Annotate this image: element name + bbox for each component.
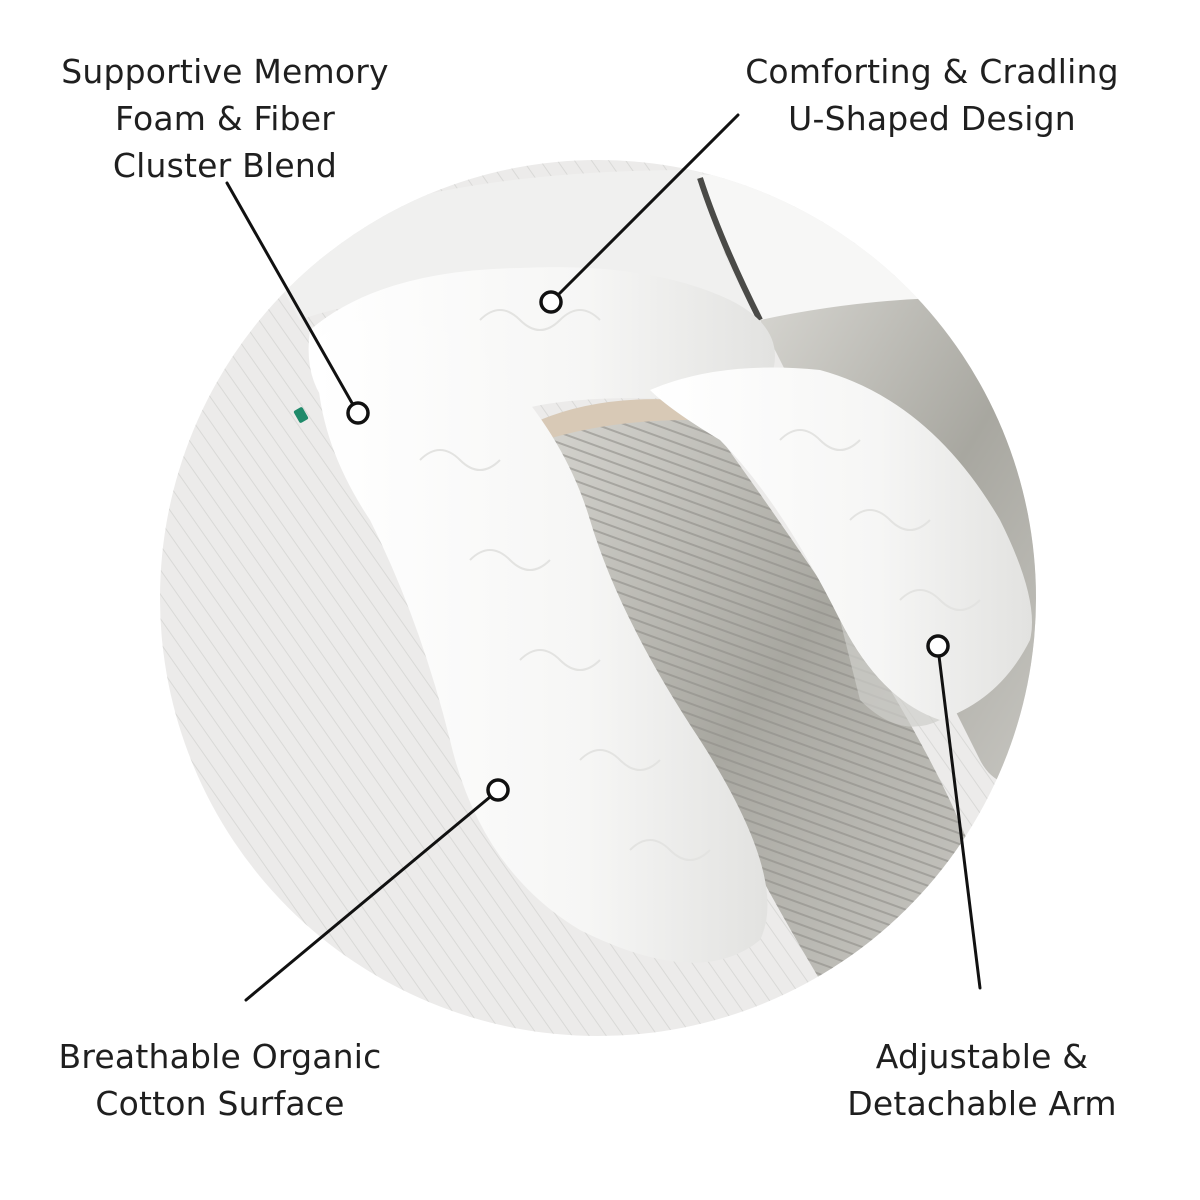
label-line: Comforting & Cradling	[745, 52, 1119, 91]
callout-u-shaped-label: Comforting & Cradling U-Shaped Design	[722, 48, 1142, 142]
brand-tag-icon	[293, 407, 309, 423]
label-line: Cotton Surface	[95, 1084, 345, 1123]
callout-memory-foam-label: Supportive Memory Foam & Fiber Cluster B…	[40, 48, 410, 189]
label-line: Foam & Fiber	[114, 99, 336, 138]
label-line: Cluster Blend	[112, 146, 338, 185]
label-line: Detachable Arm	[847, 1084, 1117, 1123]
callout-organic-cotton-label: Breathable Organic Cotton Surface	[30, 1033, 410, 1127]
label-line: Breathable Organic	[58, 1037, 382, 1076]
label-line: U-Shaped Design	[788, 99, 1076, 138]
callout-detachable-arm-label: Adjustable & Detachable Arm	[822, 1033, 1142, 1127]
label-line: Supportive Memory	[61, 52, 389, 91]
label-line: Adjustable &	[875, 1037, 1089, 1076]
